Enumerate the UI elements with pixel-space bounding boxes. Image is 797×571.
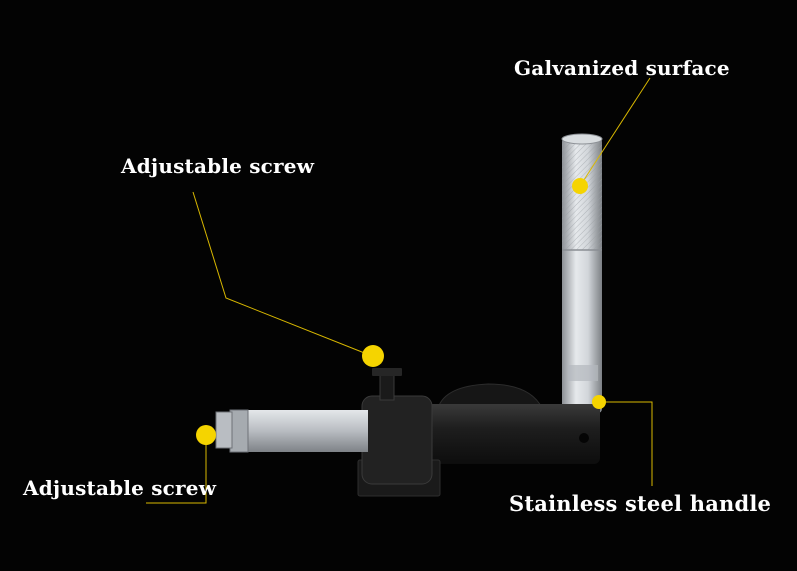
callout-dot-adjustable-bottom <box>196 425 216 445</box>
plunger-rod <box>215 409 368 453</box>
label-adjustable-screw-top: Adjustable screw <box>121 154 315 178</box>
callout-dot-handle <box>592 395 606 409</box>
label-stainless-steel-handle: Stainless steel handle <box>509 491 772 516</box>
clamp-body <box>357 368 600 497</box>
callout-dot-galvanized <box>572 178 588 194</box>
label-galvanized-surface: Galvanized surface <box>514 56 730 80</box>
callout-dot-adjustable-top <box>362 345 384 367</box>
callout-lines <box>146 77 653 504</box>
galvanized-handle <box>561 133 603 413</box>
label-adjustable-screw-bottom: Adjustable screw <box>23 476 217 500</box>
